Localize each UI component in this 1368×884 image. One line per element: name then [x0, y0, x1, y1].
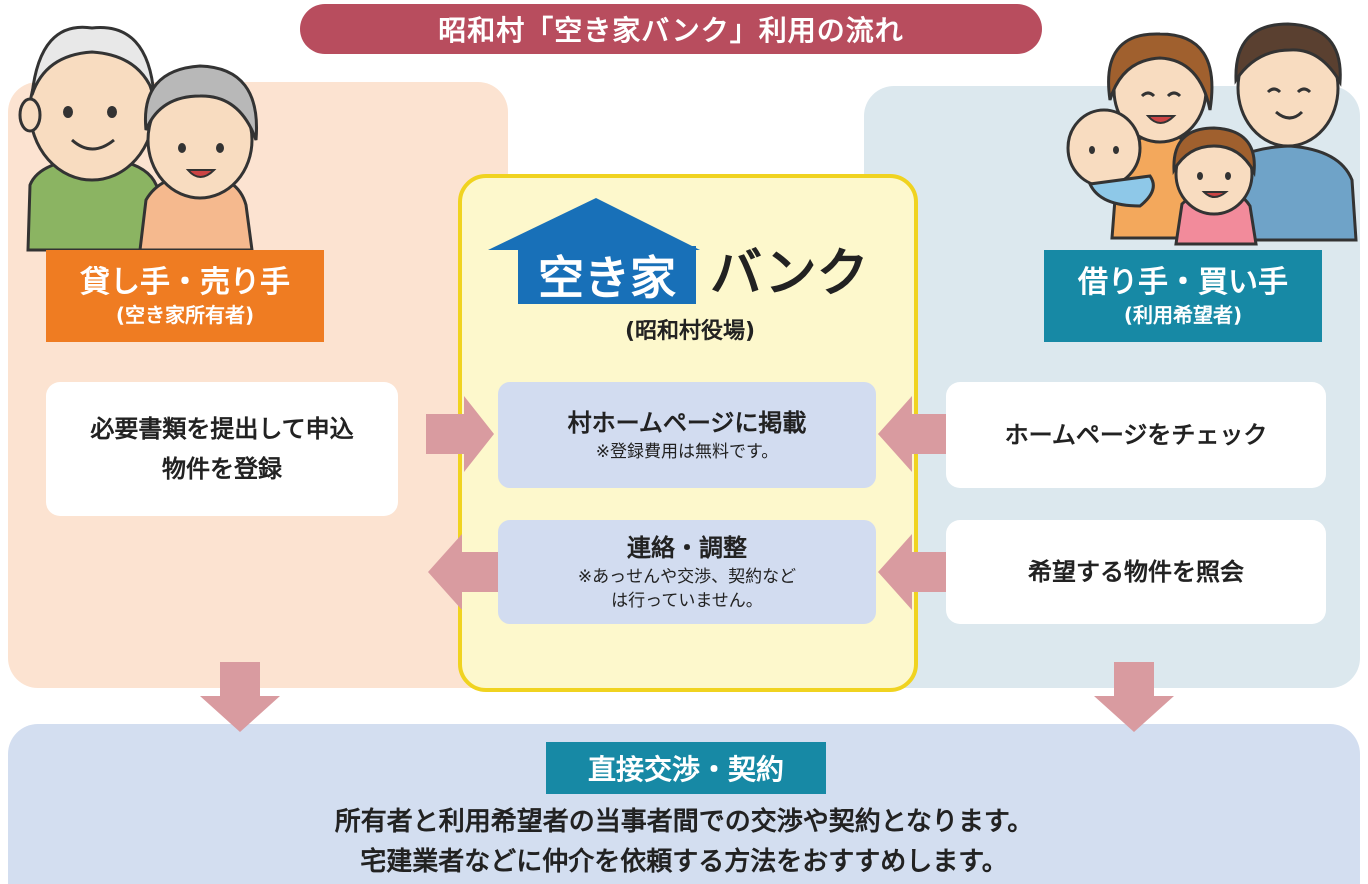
- bank-step-contact-title: 連絡・調整: [627, 534, 747, 562]
- arrow-bank-to-lender: [428, 534, 498, 610]
- bank-logo: 空き家 バンク: [488, 196, 888, 306]
- borrower-label: 借り手・買い手 (利用希望者): [1044, 250, 1322, 342]
- family-illustration: [1066, 22, 1358, 246]
- lender-label-sub: (空き家所有者): [115, 303, 255, 327]
- bank-step-publish-title: 村ホームページに掲載: [567, 409, 807, 437]
- arrow-borrower-to-bank-1: [878, 396, 948, 472]
- bank-step-contact-note-2: は行っていません。: [611, 591, 763, 611]
- final-text-line2: 宅建業者などに仲介を依頼する方法をおすすめします。: [360, 847, 1008, 877]
- borrower-step-check: ホームページをチェック: [946, 382, 1326, 488]
- bank-step-contact-note-1: ※あっせんや交渉、契約など: [577, 567, 797, 587]
- bank-step-publish: 村ホームページに掲載 ※登録費用は無料です。: [498, 382, 876, 488]
- final-label: 直接交渉・契約: [546, 742, 826, 794]
- arrow-lender-down: [200, 662, 280, 732]
- lender-step-line2: 物件を登録: [162, 455, 282, 483]
- house-roof-icon: [488, 198, 700, 250]
- borrower-step-inquire: 希望する物件を照会: [946, 520, 1326, 624]
- bank-sub: (昭和村役場): [624, 319, 756, 344]
- arrow-lender-to-bank: [426, 396, 494, 472]
- bank-logo-suffix: バンク: [710, 244, 869, 304]
- borrower-label-main: 借り手・買い手: [1078, 265, 1288, 300]
- arrow-borrower-to-bank-2: [878, 534, 948, 610]
- arrow-borrower-down: [1094, 662, 1174, 732]
- page-title: 昭和村「空き家バンク」利用の流れ: [300, 4, 1042, 54]
- bank-step-publish-note: ※登録費用は無料です。: [595, 442, 779, 462]
- lender-label-main: 貸し手・売り手: [80, 265, 290, 300]
- bank-step-contact: 連絡・調整 ※あっせんや交渉、契約など は行っていません。: [498, 520, 876, 624]
- lender-label: 貸し手・売り手 (空き家所有者): [46, 250, 324, 342]
- bank-logo-main: 空き家: [518, 246, 696, 305]
- final-text-line1: 所有者と利用希望者の当事者間での交渉や契約となります。: [334, 807, 1034, 837]
- borrower-label-sub: (利用希望者): [1123, 303, 1243, 327]
- elderly-couple-illustration: [18, 25, 259, 252]
- lender-step-box: 必要書類を提出して申込 物件を登録: [46, 382, 398, 516]
- lender-step-line1: 必要書類を提出して申込: [90, 415, 354, 443]
